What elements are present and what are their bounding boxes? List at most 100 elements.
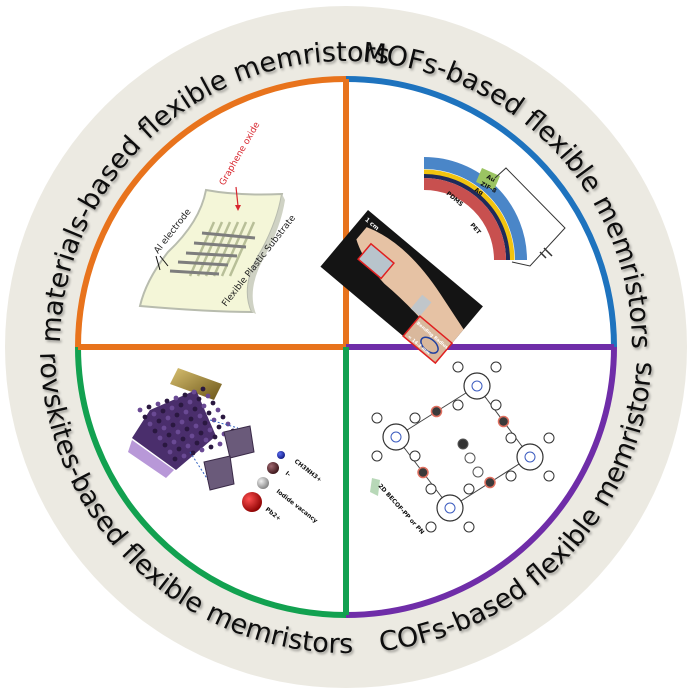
lattice-atom [156, 418, 162, 424]
phenyl-ring-icon [409, 412, 421, 424]
arc-perovskites [75, 346, 347, 618]
lattice-atom [208, 444, 214, 450]
phenyl-ring-icon [505, 470, 517, 482]
iodide-ball-icon [267, 462, 279, 474]
electrode-arrow-icon [155, 255, 161, 271]
phenyl-ring-icon [543, 432, 555, 444]
graphene-arrowhead-icon [235, 205, 241, 211]
phenyl-ring-icon [543, 470, 555, 482]
lattice-atom [173, 395, 179, 401]
battery-icon [543, 247, 553, 257]
porphyrin-node-icon [516, 443, 544, 471]
boronate-linker-icon [430, 405, 443, 418]
layer-au-electrode [476, 168, 500, 190]
lattice-atom [189, 433, 195, 439]
bottom-electrode [128, 440, 174, 478]
lattice-atom [199, 447, 205, 453]
lattice-atom [166, 432, 172, 438]
lattice-atom [215, 407, 221, 413]
phenyl-ring-icon [371, 412, 383, 424]
phenyl-ring-icon [490, 399, 502, 411]
lattice-atom [200, 386, 206, 392]
lattice-atom [142, 414, 148, 420]
lattice-atom [151, 411, 157, 417]
device-zoom-inset [357, 242, 395, 280]
octahedron-2 [203, 455, 235, 491]
lattice-atom [185, 443, 191, 449]
layer-zif8 [423, 157, 527, 261]
lattice-atom [183, 409, 189, 415]
al-electrode-lines [169, 231, 256, 276]
top-electrode [170, 368, 222, 400]
layered-device-illustration: Au ZIF-8 Ag PDMS PET [423, 157, 566, 267]
lattice-atom [201, 403, 207, 409]
porphyrin-core-icon [444, 502, 456, 514]
lattice-atom [181, 453, 187, 459]
lattice-atom [146, 404, 152, 410]
lattice-atom [172, 456, 178, 462]
wrist-photo: 1 cm Bending Radius ≈ 14.2 mm [320, 210, 483, 365]
lattice-atom [170, 422, 176, 428]
lattice-atom [182, 392, 188, 398]
circuit-wire [494, 167, 566, 267]
layer-pet [423, 178, 506, 261]
panel-mofs: Au ZIF-8 Ag PDMS PET 1 cm Bending Radius… [320, 157, 566, 365]
lattice-atom [162, 442, 168, 448]
lattice-atom [187, 399, 193, 405]
flexible-substrate-illustration [138, 188, 285, 314]
ch3nh3-ball-icon [277, 451, 285, 459]
lattice-atom [152, 428, 158, 434]
arc-cofs [345, 346, 617, 618]
porphyrin-node-icon [436, 494, 464, 522]
ag-label: Ag [473, 187, 484, 197]
lattice-atom [192, 406, 198, 412]
graphene-oxide-lines [188, 221, 256, 277]
lattice-atom [194, 440, 200, 446]
guest-molecule-icon [457, 438, 469, 450]
porphyrin-core-icon [390, 431, 402, 443]
phenyl-ring-icon [409, 450, 421, 462]
phenyl-ring-icon [371, 450, 383, 462]
lattice-atom [207, 427, 213, 433]
guest-molecule-icon [464, 452, 476, 464]
lattice-atom [137, 407, 143, 413]
battery-icon-2 [539, 251, 547, 259]
lattice-atom [165, 415, 171, 421]
lattice-atom [155, 401, 161, 407]
pb-ball-icon [242, 492, 262, 512]
au-label: Au [485, 174, 496, 184]
lattice-atom [217, 441, 223, 447]
porphyrin-node-icon [382, 423, 410, 451]
lattice-atom [220, 414, 226, 420]
phenyl-ring-icon [490, 361, 502, 373]
iodide-label: I- [284, 470, 292, 479]
boronate-linker-icon [417, 466, 429, 479]
bending-radius-circle-icon [420, 336, 439, 354]
lattice-atom [210, 400, 216, 406]
lattice-atom [167, 449, 173, 455]
phenyl-ring-icon [425, 483, 437, 495]
lattice-atom [206, 410, 212, 416]
lattice-atom [176, 446, 182, 452]
phenyl-ring-icon [452, 361, 464, 373]
lattice-atom [190, 450, 196, 456]
lattice-atom [171, 439, 177, 445]
porphyrin-core-icon [471, 380, 483, 392]
lattice-atom [147, 421, 153, 427]
phenyl-ring-icon [505, 432, 517, 444]
lattice-atom [180, 436, 186, 442]
lattice-atom [161, 425, 167, 431]
lattice-atom [193, 423, 199, 429]
lattice-atom [179, 419, 185, 425]
phenyl-ring-icon [452, 399, 464, 411]
boronate-linker-icon [484, 476, 496, 489]
lattice-atom [197, 413, 203, 419]
lattice-atom [212, 434, 218, 440]
panel-perovskites: CH3NH3+ I- Iodide vacancy Pb2+ [128, 368, 323, 525]
graphene-arrow-icon [235, 186, 239, 207]
lattice-atom [175, 429, 181, 435]
lattice-atom [205, 393, 211, 399]
octahedron-1 [223, 425, 255, 459]
